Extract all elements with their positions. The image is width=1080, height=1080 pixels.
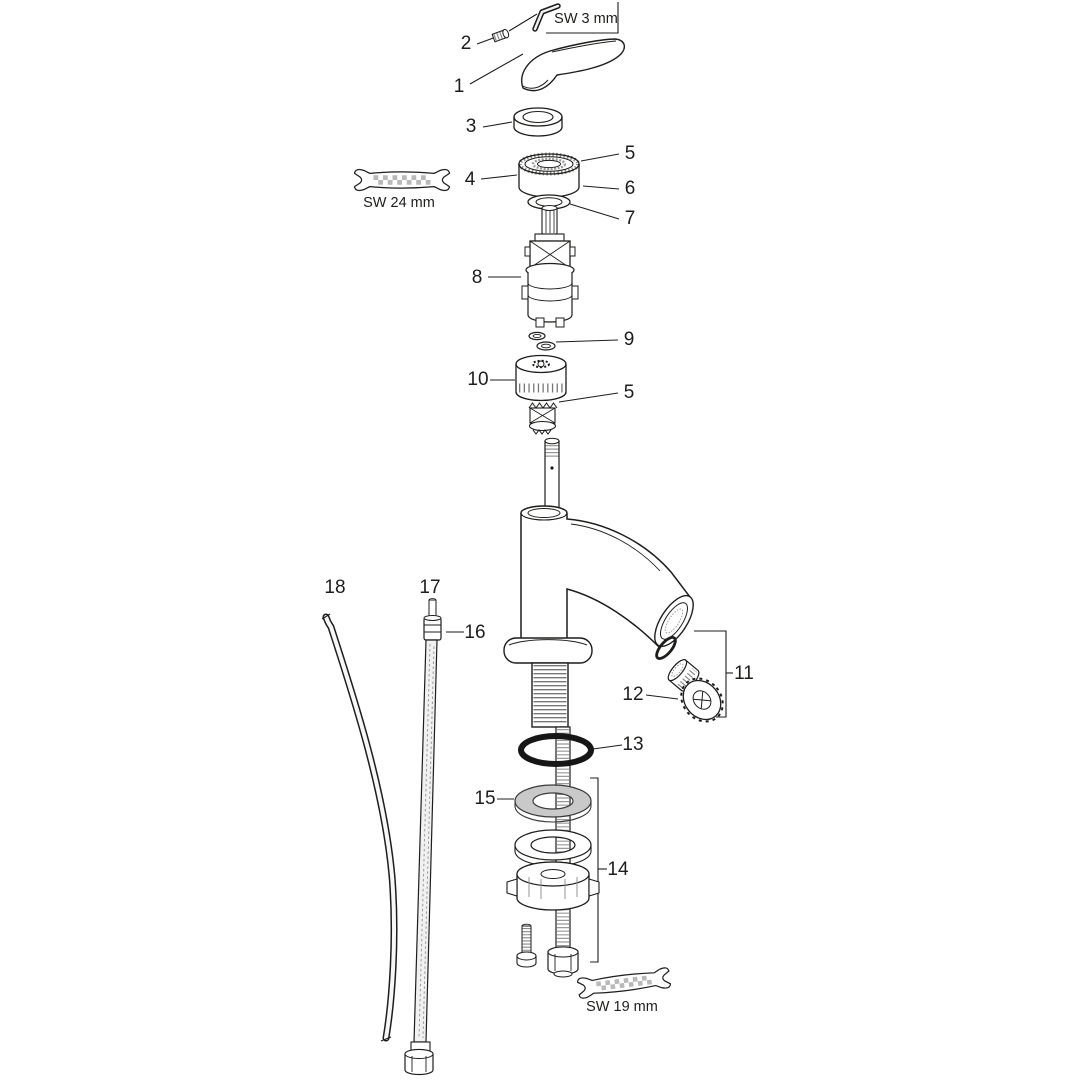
- part-2-grub-screw: [491, 28, 510, 43]
- callout-12: 12: [622, 684, 643, 705]
- bracket-14: [590, 777, 599, 963]
- allen-key-icon: [532, 2, 619, 34]
- part-8-cartridge: [521, 205, 579, 328]
- callout-8: 8: [472, 267, 483, 288]
- leader-12: [645, 694, 679, 700]
- callout-5a: 5: [625, 143, 636, 164]
- part-14-fixation-set: [506, 829, 600, 978]
- callout-7: 7: [625, 208, 636, 229]
- wrench-19-icon: [577, 967, 671, 998]
- callout-3: 3: [466, 116, 477, 137]
- part-18-flexible-hose: [321, 613, 398, 1042]
- callout-labels: 1 2 3 4 5 6 7 8 9 10 5 11 12 13 14 15 16…: [324, 33, 753, 880]
- callout-15: 15: [474, 788, 495, 809]
- callout-18: 18: [324, 577, 345, 598]
- callout-11: 11: [734, 663, 754, 684]
- wrench-24-size-label: SW 24 mm: [363, 195, 435, 211]
- part-10-aerator: [515, 354, 567, 402]
- leader-lines: [446, 13, 733, 963]
- part-12-aerator-key: [680, 677, 724, 723]
- callout-9: 9: [624, 329, 635, 350]
- callout-10: 10: [467, 369, 488, 390]
- tool-labels: SW 3 mm SW 24 mm SW 19 mm: [363, 11, 658, 1015]
- callout-1: 1: [454, 76, 465, 97]
- leader-9: [555, 339, 619, 343]
- leader-3: [482, 121, 513, 128]
- part-1-handle: [521, 38, 626, 92]
- leader-4: [480, 174, 518, 180]
- part-3-ring: [513, 107, 563, 137]
- callout-13: 13: [622, 734, 643, 755]
- callout-2: 2: [461, 33, 472, 54]
- callout-14: 14: [607, 859, 629, 880]
- leader-5b: [558, 392, 619, 403]
- leader-13: [592, 744, 623, 750]
- part-5-coupler: [528, 402, 558, 435]
- leader-1: [469, 53, 524, 85]
- callout-16: 16: [464, 622, 485, 643]
- leader-6: [582, 185, 620, 190]
- bracket-11: [694, 630, 727, 718]
- wrench-24-icon: [355, 170, 450, 191]
- part-16-connector: [423, 615, 442, 641]
- leader-2: [476, 36, 497, 45]
- part-17-supply-hose: [404, 598, 442, 1076]
- callout-17: 17: [419, 577, 440, 598]
- wrench-19-size-label: SW 19 mm: [586, 999, 658, 1015]
- leader-5a: [580, 153, 620, 162]
- part-4-cartridge-nut: [518, 152, 580, 198]
- part-15-washer: [514, 784, 592, 823]
- leader-7: [569, 203, 620, 220]
- allen-key-size-label: SW 3 mm: [554, 11, 618, 27]
- part-9-seals: [528, 331, 556, 351]
- callout-4: 4: [465, 169, 476, 190]
- callout-6: 6: [625, 178, 636, 199]
- part-13-o-ring: [518, 733, 594, 767]
- leader-allen-key: [508, 13, 538, 32]
- callout-5b: 5: [624, 382, 635, 403]
